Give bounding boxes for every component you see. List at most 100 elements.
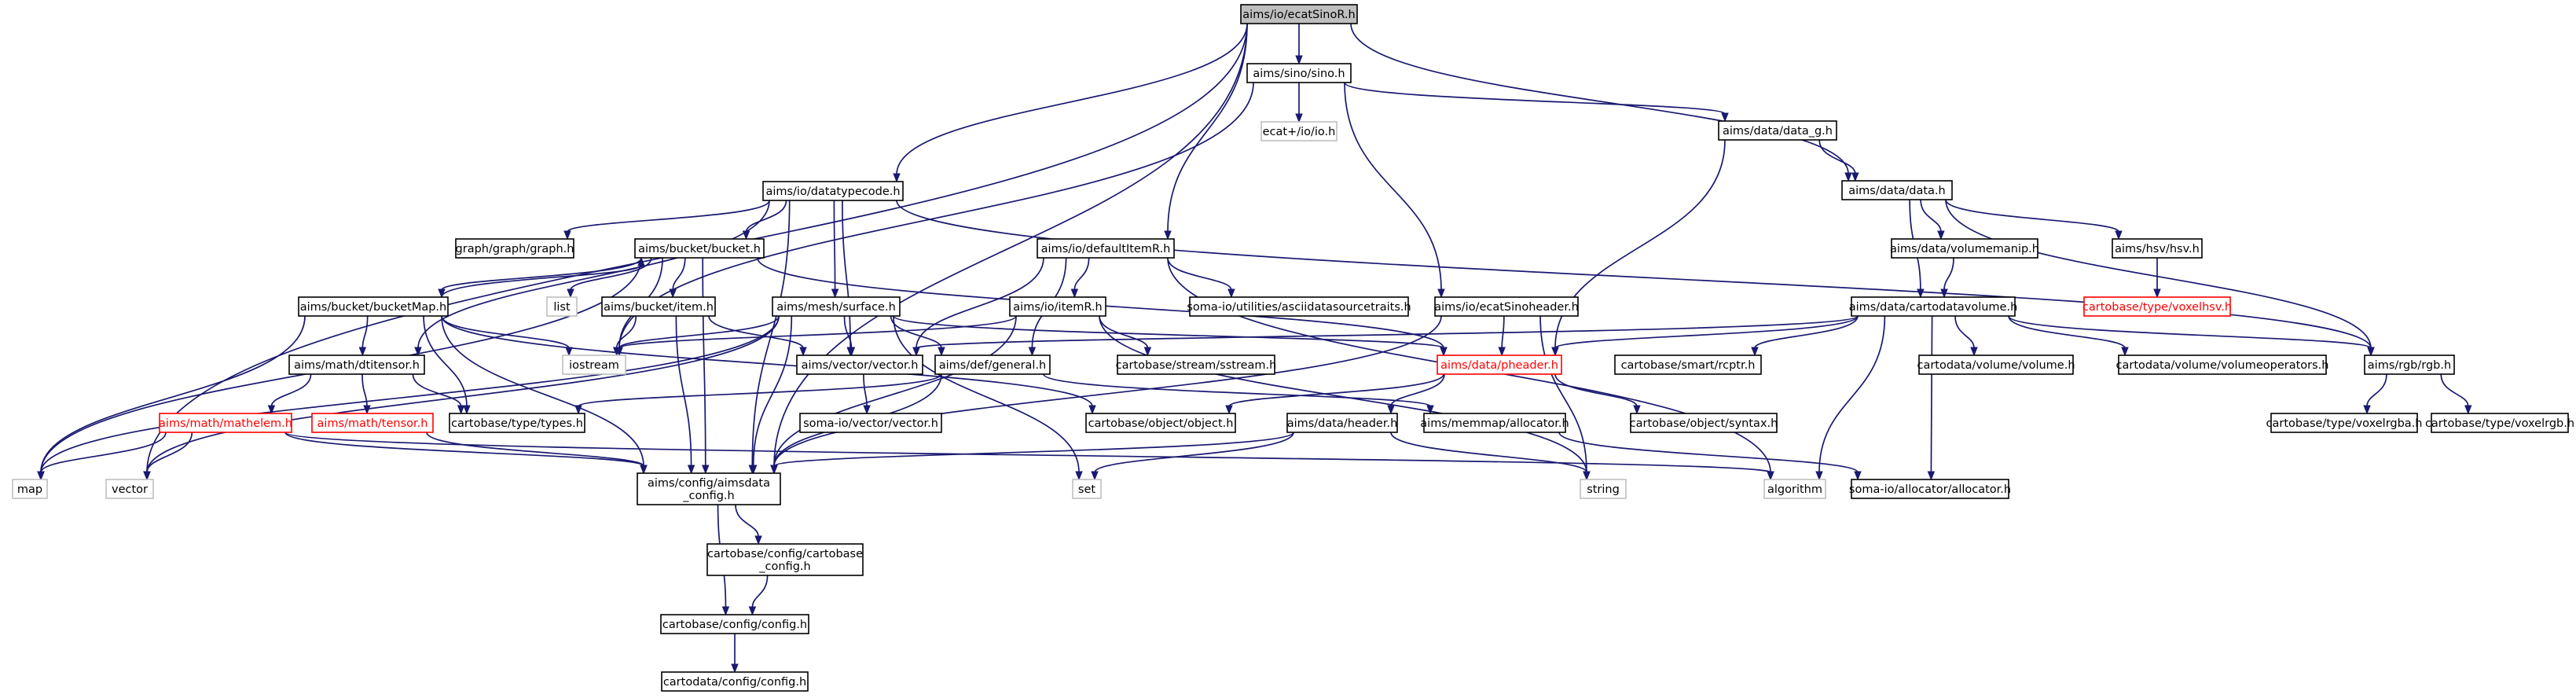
node-header[interactable]: aims/data/header.h (1286, 413, 1398, 433)
node-syntax[interactable]: cartobase/object/syntax.h (1630, 413, 1778, 433)
node-data-g[interactable]: aims/data/data_g.h (1718, 120, 1837, 141)
node-bucket[interactable]: aims/bucket/bucket.h (634, 238, 765, 259)
node-cb-config[interactable]: cartobase/config/config.h (660, 614, 809, 634)
node-pheader[interactable]: aims/data/pheader.h (1437, 355, 1562, 375)
edge-general-to-allocator-h (1043, 373, 1434, 415)
edge-line (2366, 373, 2387, 407)
node-ecatio[interactable]: ecat+/io/io.h (1260, 121, 1338, 141)
node-cvolume[interactable]: cartodata/volume/volume.h (1917, 355, 2075, 375)
node-cartodatavolume[interactable]: aims/data/cartodatavolume.h (1849, 296, 2018, 317)
edge-line (773, 432, 1294, 467)
node-cd-config[interactable]: cartodata/config/config.h (661, 671, 809, 692)
node-label: list (553, 301, 571, 314)
edge-line (441, 257, 642, 291)
edge-line (735, 504, 759, 538)
edge-mathelem-to-vector (143, 432, 193, 481)
node-box (1246, 63, 1352, 83)
edge-line (1073, 257, 1090, 291)
edge-cartodatavolume-to-somaallocator (1927, 315, 1936, 481)
arrowhead (637, 256, 645, 266)
node-box (1117, 355, 1275, 375)
node-box (1437, 355, 1562, 375)
node-volumemanip[interactable]: aims/data/volumemanip.h (1890, 238, 2039, 259)
edge-bucket-to-aimsdata-config (702, 257, 710, 475)
node-label: aims/data/volumemanip.h (1890, 243, 2039, 255)
arrowhead (2363, 405, 2371, 415)
node-tensor[interactable]: aims/math/tensor.h (311, 413, 434, 433)
edge-line (843, 315, 853, 349)
node-asciidata[interactable]: soma-io/utilities/asciidatasourcetraits.… (1187, 296, 1411, 317)
arrowhead (414, 347, 422, 357)
node-aimsdata-config[interactable]: aims/config/aimsdata_config.h (637, 472, 781, 505)
node-voxelrgb[interactable]: cartobase/type/voxelrgb.h (2425, 413, 2574, 433)
node-itemR[interactable]: aims/io/itemR.h (1009, 296, 1106, 317)
node-object[interactable]: cartobase/object/object.h (1085, 413, 1236, 433)
node-datatypecode[interactable]: aims/io/datatypecode.h (762, 181, 904, 201)
node-vector[interactable]: vector (105, 479, 154, 499)
node-bucketMap[interactable]: aims/bucket/bucketMap.h (298, 296, 449, 317)
node-box (706, 543, 864, 576)
node-allocator-h[interactable]: aims/memmap/allocator.h (1420, 413, 1569, 433)
node-data[interactable]: aims/data/data.h (1841, 180, 1953, 200)
node-sstream[interactable]: cartobase/stream/sstream.h (1116, 355, 1277, 375)
edge-line (702, 257, 706, 467)
edge-ecatSinoheader-to-string (1539, 315, 1591, 481)
node-hsv[interactable]: aims/hsv/hsv.h (2112, 238, 2203, 259)
node-label: soma-io/utilities/asciidatasourcetraits.… (1187, 301, 1411, 314)
edge-data-to-hsv (1945, 199, 2123, 241)
node-mathelem[interactable]: aims/math/mathelem.h (159, 413, 292, 433)
node-sino[interactable]: aims/sino/sino.h (1246, 63, 1352, 83)
edge-line (1167, 257, 1232, 291)
node-map[interactable]: map (12, 479, 48, 499)
edge-line (2008, 315, 2372, 349)
edge-cartodatavolume-to-algorithm (1815, 315, 1886, 481)
node-volumeops[interactable]: cartodata/volume/volumeoperators.h (2116, 355, 2329, 375)
edge-line (40, 315, 306, 473)
node-label: set (1078, 483, 1095, 496)
node-label: ecat+/io/io.h (1263, 126, 1336, 138)
edge-line (1344, 82, 1726, 115)
node-rgb[interactable]: aims/rgb/rgb.h (2364, 355, 2455, 375)
edge-data-to-volumemanip (1920, 199, 1945, 241)
node-voxelrgba[interactable]: cartobase/type/voxelrgba.h (2266, 413, 2423, 433)
node-root[interactable]: aims/io/ecatSinoR.h (1240, 4, 1358, 24)
node-general[interactable]: aims/def/general.h (934, 355, 1051, 375)
node-box (288, 355, 425, 375)
node-box (1072, 479, 1102, 499)
node-dtitensor[interactable]: aims/math/dtitensor.h (288, 355, 425, 375)
arrowhead (863, 405, 871, 415)
node-surface[interactable]: aims/mesh/surface.h (772, 296, 901, 317)
edge-bucketMap-to-dtitensor (358, 315, 369, 357)
node-defaultItemR[interactable]: aims/io/defaultItemR.h (1037, 238, 1175, 259)
node-vector-h[interactable]: aims/vector/vector.h (796, 355, 923, 375)
edge-line (146, 432, 193, 473)
arrowhead (640, 465, 648, 475)
node-label: aims/math/tensor.h (317, 417, 428, 430)
node-label: cartobase/type/voxelrgba.h (2266, 417, 2423, 430)
node-ecatSinoheader[interactable]: aims/io/ecatSinoheader.h (1434, 296, 1579, 317)
node-voxelhsv[interactable]: cartobase/type/voxelhsv.h (2082, 296, 2232, 317)
edge-header-to-set (1091, 432, 1294, 481)
edge-general-to-types (574, 373, 942, 415)
edge-bucket-to-item (669, 257, 686, 299)
node-algorithm[interactable]: algorithm (1763, 479, 1826, 499)
node-label: aims/bucket/item.h (604, 301, 714, 314)
node-somavector[interactable]: soma-io/vector/vector.h (799, 413, 942, 433)
node-item[interactable]: aims/bucket/item.h (601, 296, 716, 317)
edge-line (441, 264, 642, 298)
node-iostream[interactable]: iostream (562, 355, 626, 375)
node-list[interactable]: list (546, 296, 578, 317)
arrowhead (687, 465, 695, 475)
node-graph-h[interactable]: graph/graph/graph.h (455, 238, 574, 259)
edge-bucketMap-to-types (423, 315, 471, 415)
node-types[interactable]: cartobase/type/types.h (449, 413, 585, 433)
node-string[interactable]: string (1580, 479, 1627, 499)
edge-data-g-to-pheader (1551, 139, 1726, 357)
node-somaallocator[interactable]: soma-io/allocator/allocator.h (1849, 479, 2011, 499)
node-rcptr[interactable]: cartobase/smart/rcptr.h (1614, 355, 1762, 375)
edge-header-to-string (1390, 432, 1591, 481)
edge-cartodatavolume-to-cvolume (1954, 315, 1978, 357)
node-cartobase-config[interactable]: cartobase/config/cartobase_config.h (706, 543, 864, 576)
node-set[interactable]: set (1072, 479, 1102, 499)
edge-line (1350, 23, 1849, 174)
